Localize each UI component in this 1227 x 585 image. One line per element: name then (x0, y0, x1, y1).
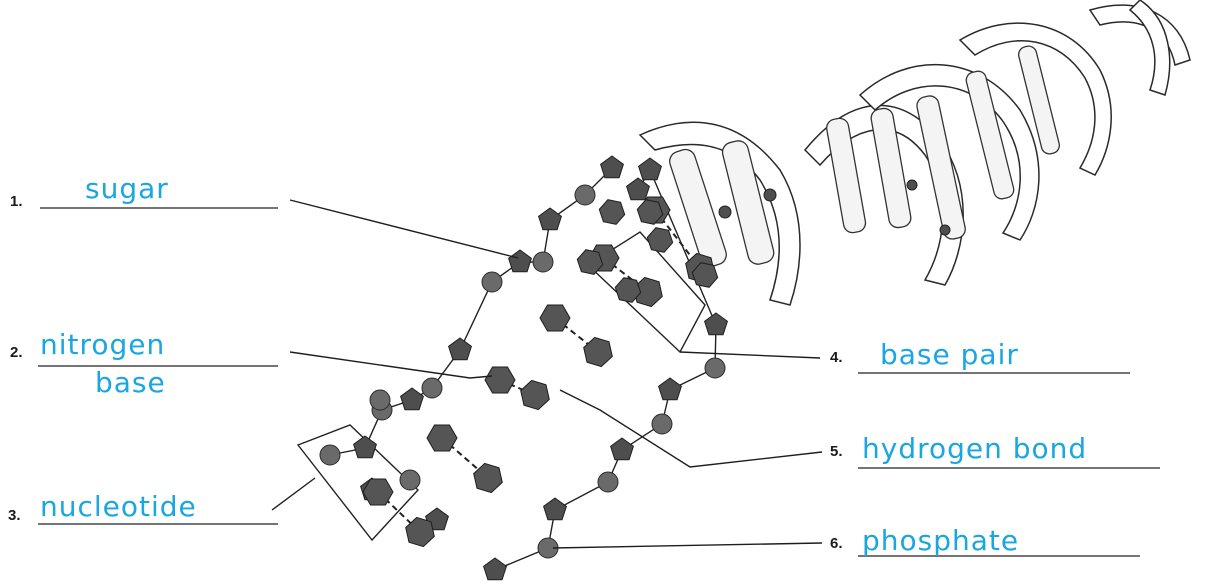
answer-phosphate: phosphate (862, 524, 1019, 557)
answer-hydrogen-bond: hydrogen bond (862, 432, 1087, 465)
sugar-group (449, 338, 472, 360)
nitrogen-base (599, 200, 624, 225)
phosphate-group (598, 472, 618, 492)
phosphate-group (370, 390, 390, 410)
nitrogen-base (647, 228, 672, 253)
label-4: 4. base pair (830, 338, 1130, 373)
answer-nucleotide: nucleotide (40, 490, 197, 523)
sugar-group (354, 436, 377, 458)
phosphate-group (652, 414, 672, 434)
nitrogen-base (485, 367, 515, 393)
sugar-group (627, 178, 650, 200)
sugar-group (484, 558, 507, 580)
label-5: 5. hydrogen bond (830, 432, 1160, 468)
phosphate-group (320, 445, 340, 465)
phosphate-group (575, 185, 595, 205)
phosphate-group (400, 470, 420, 490)
label-3: 3. nucleotide (8, 490, 278, 524)
sugar-group (639, 158, 662, 180)
sugar-group (509, 250, 532, 272)
nitrogen-base (474, 463, 503, 492)
sugar-group (539, 208, 562, 230)
answer-base: base (95, 366, 166, 399)
phosphate-group (705, 358, 725, 378)
answer-base-pair: base pair (880, 338, 1019, 371)
nitrogen-base (584, 337, 613, 366)
sugar-group (601, 156, 624, 178)
label-6: 6. phosphate (830, 524, 1140, 557)
dna-helix-drawing (640, 0, 1190, 305)
backbone-strand (495, 170, 716, 570)
leader-lines (272, 200, 822, 548)
sugar-group (705, 313, 728, 335)
label-number: 6. (830, 535, 843, 552)
label-number: 3. (8, 507, 21, 524)
phosphate-group (422, 378, 442, 398)
label-number: 1. (10, 193, 23, 210)
label-number: 4. (830, 349, 843, 366)
phosphate-group (533, 252, 553, 272)
label-number: 2. (10, 344, 23, 361)
nitrogen-base (521, 380, 550, 409)
answer-sugar: sugar (85, 172, 169, 205)
label-2: 2. nitrogen base (10, 328, 278, 399)
phosphate-group (482, 272, 502, 292)
sugar-group (659, 378, 682, 400)
sugar-group (401, 388, 424, 410)
sugar-group (544, 498, 567, 520)
sugar-group (611, 438, 634, 460)
label-number: 5. (830, 443, 843, 460)
answer-nitrogen: nitrogen (40, 328, 165, 361)
label-1: 1. sugar (10, 172, 278, 210)
dna-ladder (298, 156, 727, 580)
